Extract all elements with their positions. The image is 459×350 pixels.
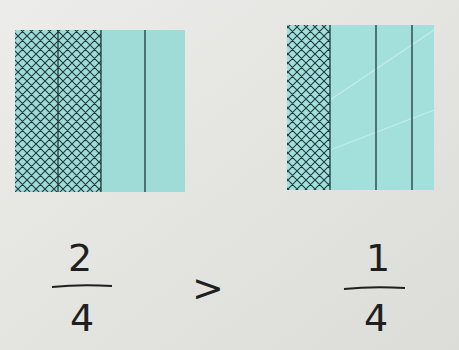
right-square [287, 25, 434, 190]
denominator: 4 [364, 299, 388, 337]
fraction-bar [344, 287, 405, 289]
numerator: 2 [68, 239, 92, 277]
left-square [15, 30, 185, 192]
comparison-sign: > [192, 269, 224, 307]
fraction-bar [52, 285, 112, 287]
numerator: 1 [366, 239, 390, 277]
denominator: 4 [70, 299, 94, 337]
